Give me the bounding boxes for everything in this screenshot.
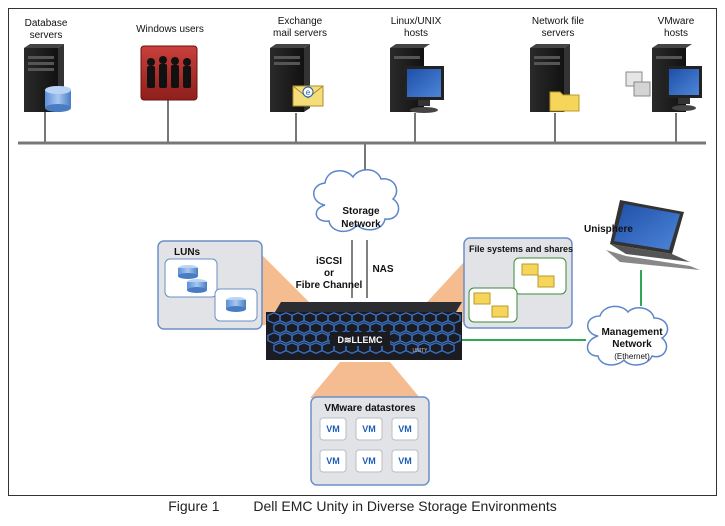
host-drop-lines (44, 100, 677, 143)
vm-box (319, 449, 347, 473)
unisphere-laptop-icon (606, 200, 700, 270)
unisphere-label: Unisphere (584, 224, 633, 235)
folder-icon (473, 292, 491, 305)
datastores-beam (310, 362, 420, 398)
vm-label: VM (326, 424, 340, 434)
bezel-hex (447, 312, 461, 325)
svg-text:(Ethernet): (Ethernet) (614, 352, 650, 361)
vm-box (319, 417, 347, 441)
svg-text:e: e (306, 88, 311, 97)
unity-storage-array: D≋LLEMC UNITY (266, 302, 462, 360)
lun-disk-icon (178, 265, 198, 279)
bezel-hex (447, 332, 461, 345)
vm-label: VM (362, 456, 376, 466)
caption-title: Dell EMC Unity in Diverse Storage Enviro… (253, 498, 557, 514)
array-brand-logo: D≋LLEMC (337, 335, 383, 345)
host-label-windows: Windows users (136, 24, 204, 35)
lun-disk-icon (187, 279, 207, 293)
database-server-icon (24, 44, 71, 112)
nas-label: NAS (372, 264, 393, 275)
bezel-hex (441, 322, 455, 335)
filesystems-title: File systems and shares (469, 244, 573, 254)
datastores-panel: VMware datastores VM VM VM VM VM VM (310, 396, 430, 486)
filesystems-panel: File systems and shares (463, 237, 573, 329)
bezel-hex (441, 342, 455, 355)
luns-title: LUNs (174, 247, 201, 258)
vm-box (391, 449, 419, 473)
vm-label: VM (398, 424, 412, 434)
file-server-icon (530, 44, 580, 112)
folder-icon (521, 263, 539, 276)
mail-server-icon: e (270, 44, 324, 112)
linux-host-icon (390, 44, 444, 113)
vm-box (391, 417, 419, 441)
vm-label: VM (398, 456, 412, 466)
luns-panel: LUNs (157, 240, 263, 330)
windows-users-icon (140, 45, 198, 101)
caption-figure-number: Figure 1 (168, 498, 220, 514)
folder-icon (537, 275, 555, 288)
folder-icon (491, 305, 509, 318)
vm-box (355, 417, 383, 441)
vm-box (355, 449, 383, 473)
vmware-host-icon (625, 44, 702, 112)
datastores-title: VMware datastores (324, 403, 416, 414)
array-model-label: UNITY (413, 348, 429, 354)
figure-caption: Figure 1 Dell EMC Unity in Diverse Stora… (0, 498, 725, 514)
vm-label: VM (326, 456, 340, 466)
vm-label: VM (362, 424, 376, 434)
lun-disk-icon (226, 297, 246, 312)
diagram-frame (8, 8, 717, 496)
